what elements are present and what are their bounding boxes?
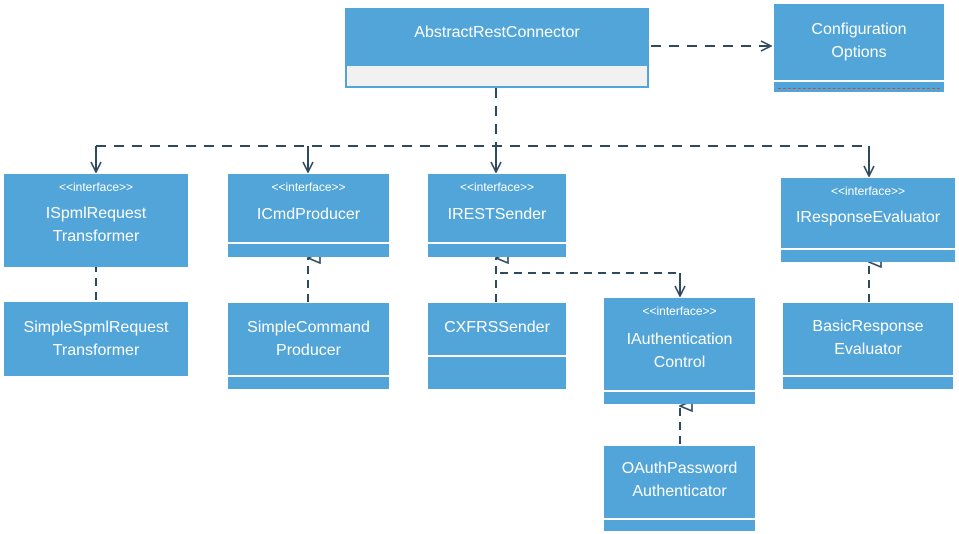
class-name-line1: Configuration bbox=[811, 21, 907, 38]
stereotype-label: <<interface>> bbox=[459, 180, 535, 194]
compartment-separator bbox=[604, 518, 755, 520]
class-icmd-producer[interactable]: <<interface>> ICmdProducer bbox=[228, 174, 389, 257]
class-header: <<interface>> IResponseEvaluator bbox=[781, 184, 955, 229]
compartment-separator bbox=[228, 242, 389, 244]
class-name-line1: OAuthPassword bbox=[621, 460, 738, 477]
class-header: <<interface>> IRESTSender bbox=[428, 180, 566, 226]
attribute-rule bbox=[778, 88, 940, 89]
compartment-separator bbox=[428, 242, 566, 244]
class-configuration-options[interactable]: Configuration Options bbox=[774, 4, 944, 92]
stereotype-label: <<interface>> bbox=[58, 180, 134, 194]
attribute-band bbox=[347, 66, 647, 86]
class-abstract-rest-connector[interactable]: AbstractRestConnector bbox=[345, 8, 649, 88]
class-header: <<interface>> ICmdProducer bbox=[228, 180, 389, 226]
class-header: CXFRSSender bbox=[428, 316, 566, 339]
compartment-separator bbox=[774, 80, 944, 82]
compartment-separator bbox=[781, 248, 955, 250]
class-iauthentication-control[interactable]: <<interface>> IAuthentication Control bbox=[604, 298, 755, 404]
compartment-separator bbox=[428, 355, 566, 357]
class-name-line2: Control bbox=[653, 354, 706, 371]
class-iresponse-evaluator[interactable]: <<interface>> IResponseEvaluator bbox=[781, 178, 955, 262]
class-name-line1: BasicResponse bbox=[812, 318, 924, 335]
class-name-line1: ISpmlRequest bbox=[45, 205, 147, 222]
class-name: AbstractRestConnector bbox=[414, 23, 580, 41]
class-header: AbstractRestConnector bbox=[345, 8, 649, 56]
class-cxfrs-sender[interactable]: CXFRSSender bbox=[428, 303, 566, 389]
stereotype-label: <<interface>> bbox=[830, 184, 906, 198]
class-name-line2: Transformer bbox=[52, 228, 140, 245]
stereotype-label: <<interface>> bbox=[642, 304, 717, 318]
class-header: OAuthPassword Authenticator bbox=[604, 457, 755, 503]
class-header: <<interface>> ISpmlRequest Transformer bbox=[4, 180, 188, 248]
class-name: IRESTSender bbox=[447, 206, 547, 223]
class-name-line2: Producer bbox=[276, 342, 341, 359]
class-ispml-request-transformer[interactable]: <<interface>> ISpmlRequest Transformer bbox=[4, 174, 188, 267]
class-header: SimpleCommand Producer bbox=[228, 316, 389, 362]
class-header: SimpleSpmlRequest Transformer bbox=[4, 316, 188, 362]
class-header: Configuration Options bbox=[774, 4, 944, 78]
compartment-separator bbox=[604, 390, 755, 392]
class-name: ICmdProducer bbox=[256, 206, 361, 223]
compartment-separator bbox=[783, 375, 953, 377]
class-name-line1: SimpleSpmlRequest bbox=[23, 319, 169, 336]
class-simple-spml-request-transformer[interactable]: SimpleSpmlRequest Transformer bbox=[4, 302, 188, 376]
compartment-separator bbox=[228, 375, 389, 377]
class-name-line1: SimpleCommand bbox=[247, 319, 370, 336]
class-name-line2: Authenticator bbox=[632, 483, 727, 500]
class-header: <<interface>> IAuthentication Control bbox=[604, 304, 755, 374]
class-name-line2: Evaluator bbox=[834, 341, 902, 358]
class-irest-sender[interactable]: <<interface>> IRESTSender bbox=[428, 174, 566, 257]
class-simple-command-producer[interactable]: SimpleCommand Producer bbox=[228, 303, 389, 389]
class-name-line1: IAuthentication bbox=[626, 331, 733, 348]
class-basic-response-evaluator[interactable]: BasicResponse Evaluator bbox=[783, 303, 953, 389]
class-oauth-password-authenticator[interactable]: OAuthPassword Authenticator bbox=[604, 446, 755, 531]
class-header: BasicResponse Evaluator bbox=[783, 315, 953, 361]
class-name-line2: Options bbox=[831, 44, 887, 61]
class-name: IResponseEvaluator bbox=[795, 209, 941, 226]
class-name: CXFRSSender bbox=[444, 319, 550, 336]
stereotype-label: <<interface>> bbox=[271, 180, 346, 194]
class-name-line2: Transformer bbox=[52, 342, 140, 359]
